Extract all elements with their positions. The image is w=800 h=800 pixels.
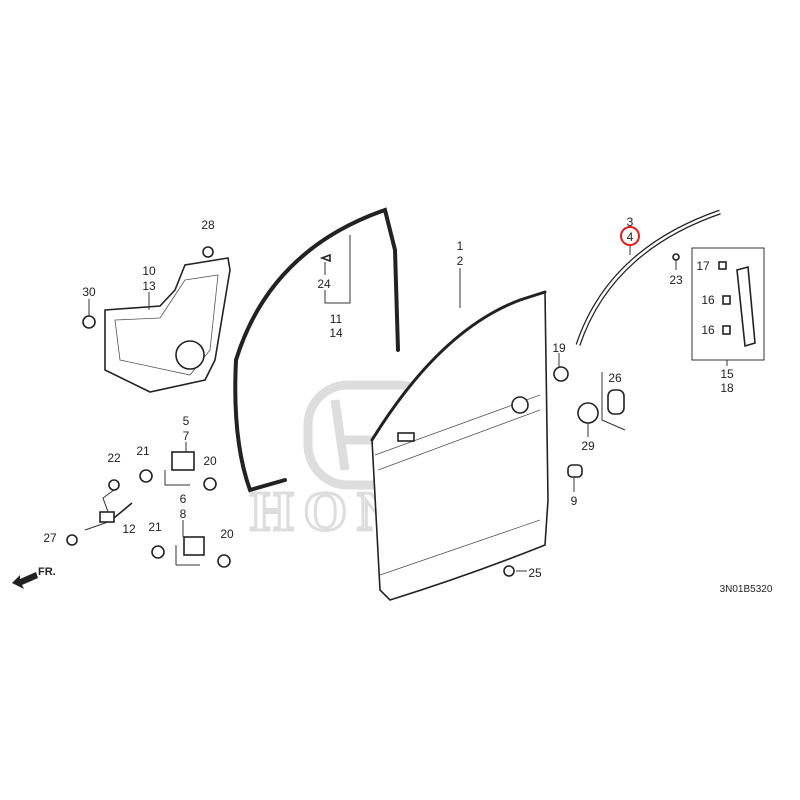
label-10[interactable]: 10 xyxy=(142,264,156,278)
label-17[interactable]: 17 xyxy=(696,259,710,273)
label-14[interactable]: 14 xyxy=(329,326,343,340)
front-direction-arrow: FR. xyxy=(12,566,56,589)
label-26[interactable]: 26 xyxy=(608,371,622,385)
front-door-panel xyxy=(370,290,549,601)
label-1[interactable]: 1 xyxy=(457,239,464,253)
label-21[interactable]: 21 xyxy=(148,520,162,534)
label-19[interactable]: 19 xyxy=(552,341,566,355)
label-9[interactable]: 9 xyxy=(571,494,578,508)
door-weatherstrip xyxy=(233,207,400,493)
label-3[interactable]: 3 xyxy=(627,215,634,229)
label-28[interactable]: 28 xyxy=(201,218,215,232)
highlight-circle xyxy=(620,226,640,246)
label-6[interactable]: 6 xyxy=(180,492,187,506)
label-20[interactable]: 20 xyxy=(203,454,217,468)
upper-hinge xyxy=(139,442,217,491)
label-13[interactable]: 13 xyxy=(142,279,156,293)
door-insulator xyxy=(104,257,231,393)
label-4[interactable]: 4 xyxy=(627,230,634,244)
label-29[interactable]: 29 xyxy=(581,439,595,453)
door-checker xyxy=(66,479,133,546)
front-arrow-label: FR. xyxy=(38,566,56,578)
label-25[interactable]: 25 xyxy=(528,566,542,580)
label-24[interactable]: 24 xyxy=(317,277,331,291)
diagram-code: 3N01B5320 xyxy=(720,584,773,595)
label-20[interactable]: 20 xyxy=(220,527,234,541)
label-23[interactable]: 23 xyxy=(669,273,683,287)
lower-hinge xyxy=(151,520,231,568)
label-16[interactable]: 16 xyxy=(701,323,715,337)
label-5[interactable]: 5 xyxy=(183,414,190,428)
label-8[interactable]: 8 xyxy=(180,507,187,521)
door-sash-molding xyxy=(575,209,721,346)
label-21[interactable]: 21 xyxy=(136,444,150,458)
label-18[interactable]: 18 xyxy=(720,381,734,395)
label-27[interactable]: 27 xyxy=(43,531,57,545)
label-16[interactable]: 16 xyxy=(701,293,715,307)
label-7[interactable]: 7 xyxy=(183,429,190,443)
label-12[interactable]: 12 xyxy=(122,522,136,536)
label-30[interactable]: 30 xyxy=(82,285,96,299)
label-11[interactable]: 11 xyxy=(330,312,343,326)
label-15[interactable]: 15 xyxy=(720,367,734,381)
label-22[interactable]: 22 xyxy=(107,451,121,465)
part-number-labels: 1 2 3 4 5 7 6 8 9 10 13 11 14 12 15 18 1… xyxy=(43,215,773,595)
label-2[interactable]: 2 xyxy=(457,254,464,268)
